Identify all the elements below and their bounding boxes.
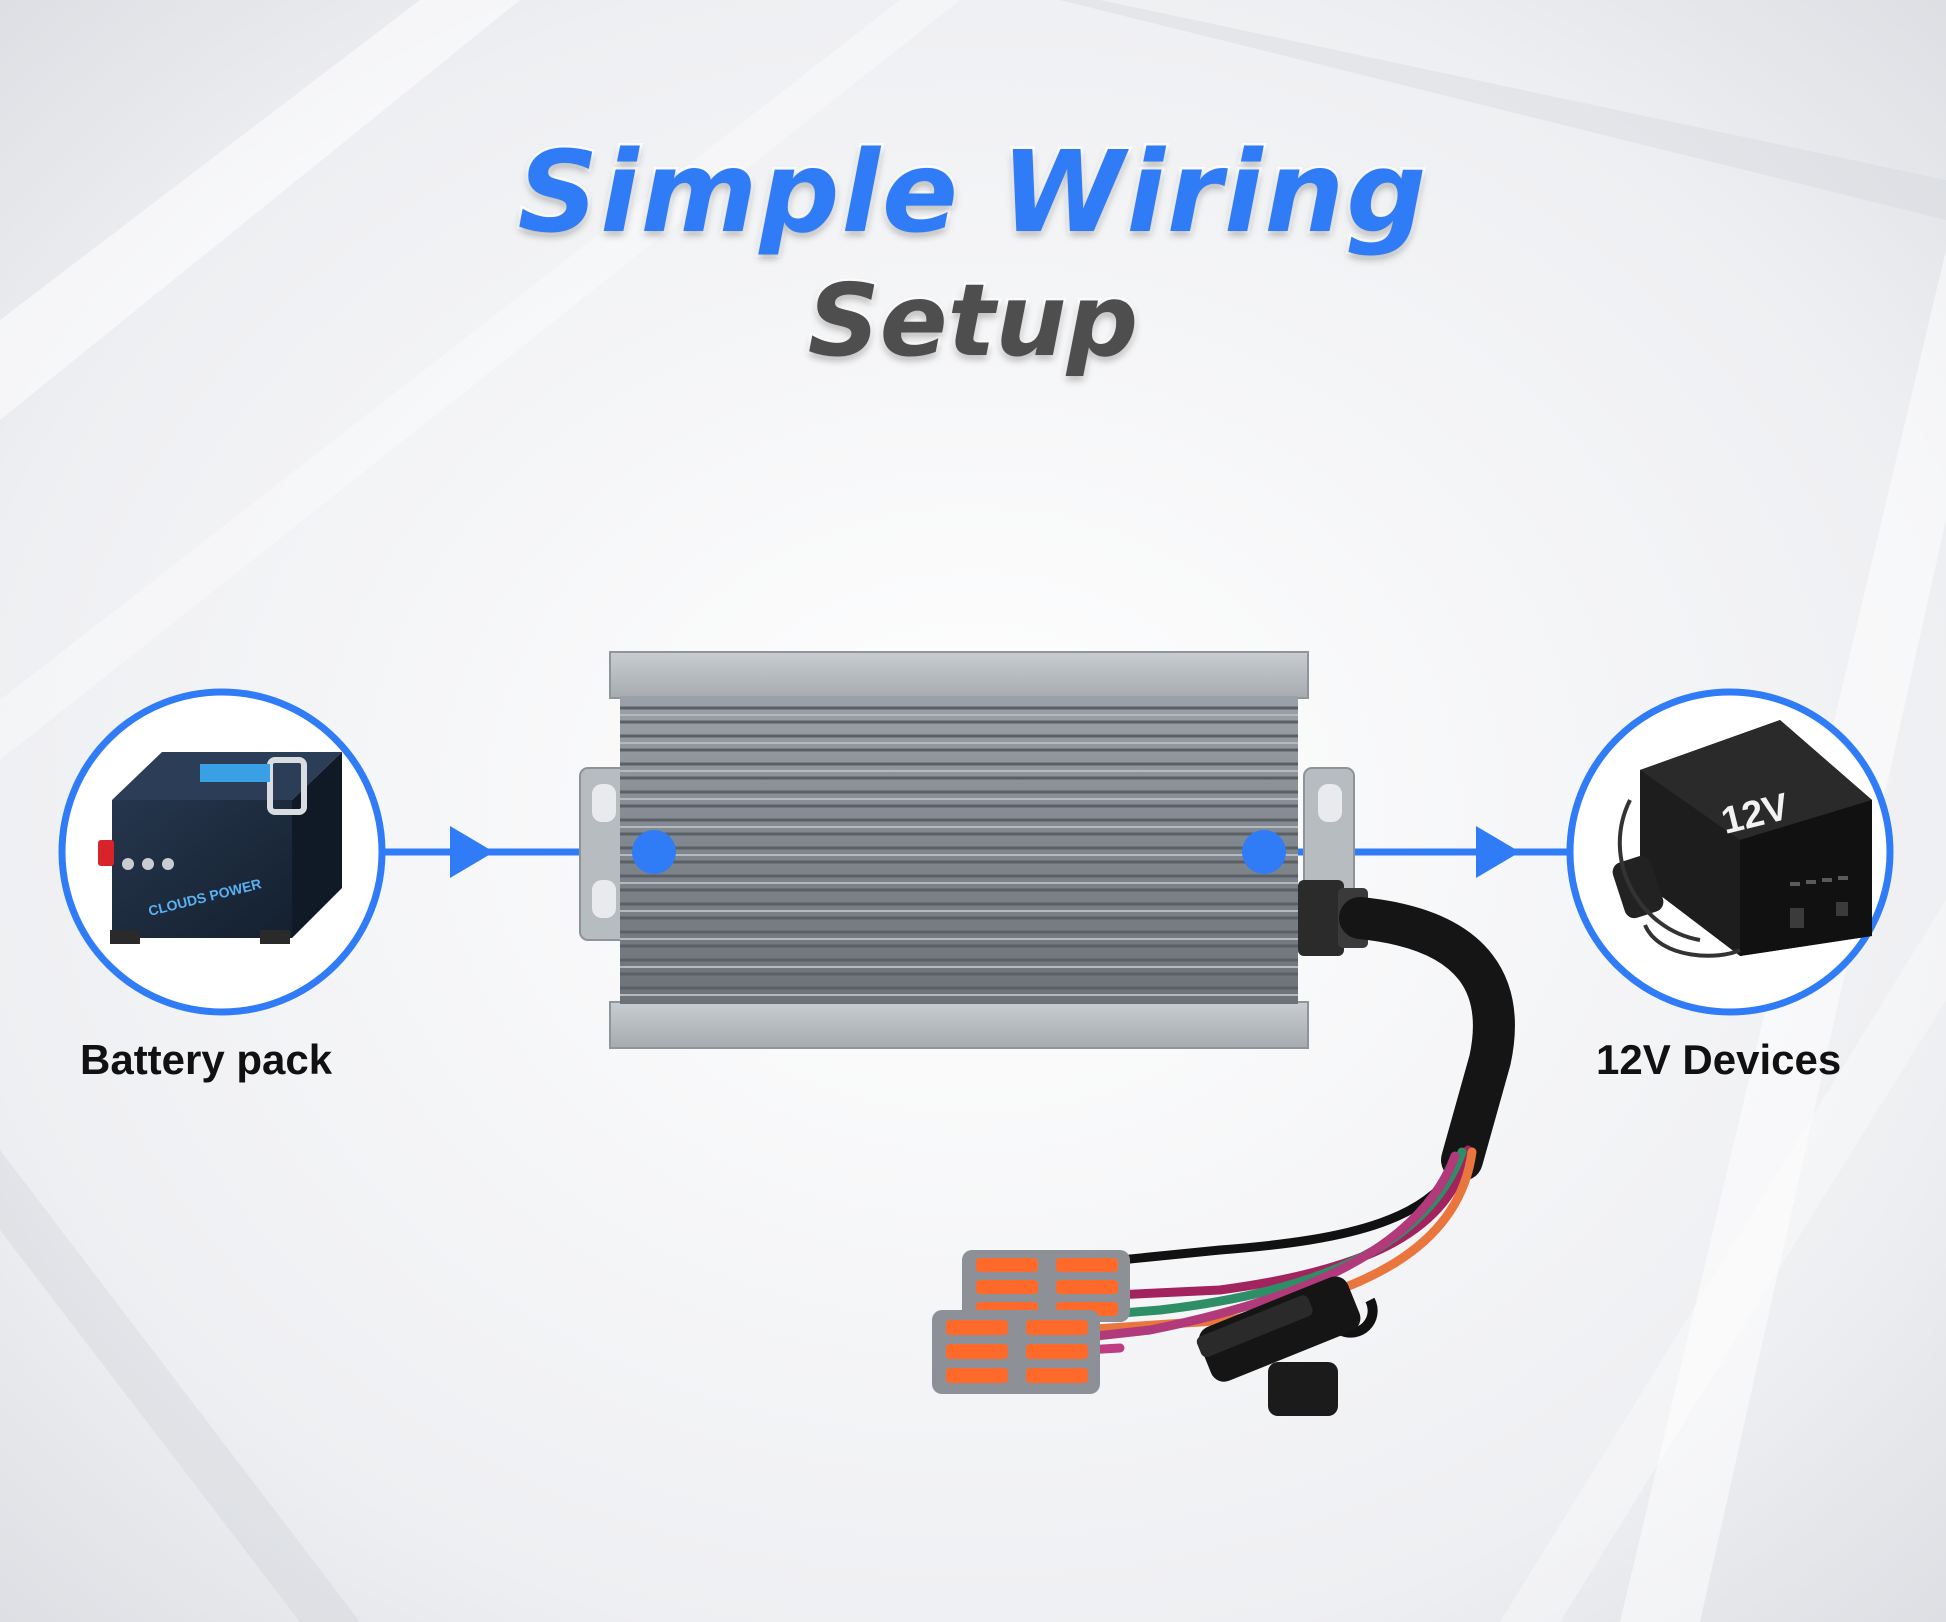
fuse-holder: [1196, 1276, 1378, 1416]
input-terminal-dot: [632, 830, 676, 874]
devices-label: 12V Devices: [1596, 1036, 1842, 1083]
page-title: Simple Wiring: [515, 126, 1429, 261]
battery-pack-label: Battery pack: [80, 1036, 333, 1083]
devices-image: 12V: [1566, 688, 1894, 1016]
page-subtitle: Setup: [805, 260, 1140, 382]
battery-pack-image: CLOUDS POWER: [58, 688, 386, 1016]
dc-converter: [579, 651, 1368, 1049]
output-terminal-dot: [1242, 830, 1286, 874]
lever-connector-bottom: [932, 1310, 1100, 1394]
